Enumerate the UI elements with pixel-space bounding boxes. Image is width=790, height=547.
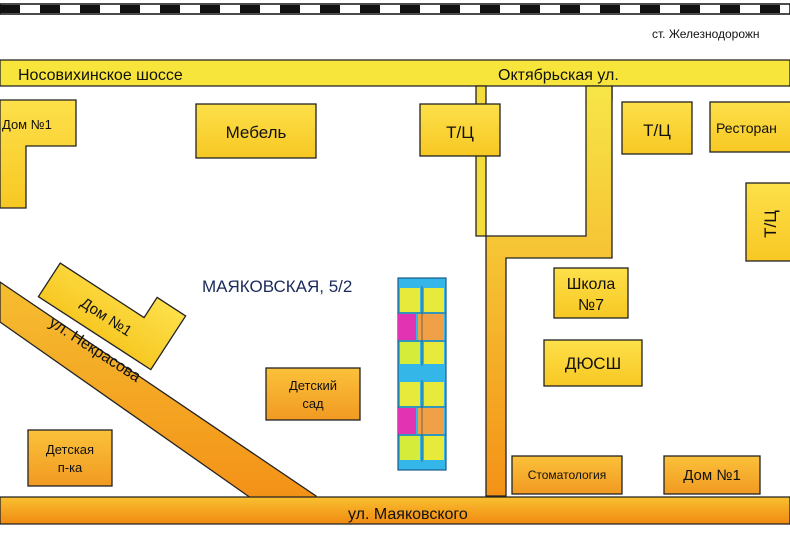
railway-tie: [560, 5, 580, 13]
station-label: ст. Железнодорожн: [652, 27, 760, 41]
svg-text:ДЮСШ: ДЮСШ: [565, 354, 621, 373]
svg-text:сад: сад: [302, 396, 324, 411]
railway-tie: [720, 5, 740, 13]
building-restaurant: Ресторан: [709, 101, 790, 153]
svg-text:Стоматология: Стоматология: [528, 468, 607, 482]
building-playground: Детская п-ка: [27, 429, 113, 487]
railway-tie: [360, 5, 380, 13]
road-label-mayakovskogo: ул. Маяковского: [348, 506, 468, 523]
railway-tie: [320, 5, 340, 13]
svg-text:Дом №1: Дом №1: [2, 117, 52, 132]
svg-text:Ресторан: Ресторан: [716, 120, 777, 136]
building-tc-vertical: Т/Ц: [745, 182, 790, 262]
svg-text:Детский: Детский: [289, 378, 337, 393]
railway-tie: [80, 5, 100, 13]
svg-text:№7: №7: [578, 297, 604, 314]
railway-tie: [440, 5, 460, 13]
buildings: Дом №1 Мебель Т/Ц Т/Ц Ресторан Т/Ц: [0, 99, 790, 495]
railway-tie: [40, 5, 60, 13]
railway-tie: [120, 5, 140, 13]
railway-tie: [160, 5, 180, 13]
railway-tie: [640, 5, 660, 13]
road-mayakovskogo: [0, 496, 790, 525]
road-oktyabrskaya-vertical: [485, 85, 613, 497]
svg-text:Дом №1: Дом №1: [683, 467, 741, 484]
svg-text:Детская: Детская: [46, 442, 94, 457]
railway-tie: [280, 5, 300, 13]
railway-tie: [400, 5, 420, 13]
building-dom1-top-left: Дом №1: [0, 99, 77, 209]
railway: ст. Железнодорожн: [0, 3, 790, 41]
railway-tie: [520, 5, 540, 13]
railway-tie: [600, 5, 620, 13]
railway-tie: [240, 5, 260, 13]
railway-tie: [200, 5, 220, 13]
building-kindergarten: Детский сад: [265, 367, 361, 421]
building-school: Школа №7: [553, 267, 629, 319]
building-mebel: Мебель: [195, 103, 317, 159]
floorplan-building: [397, 277, 447, 471]
highlight-title: МАЯКОВСКАЯ, 5/2: [202, 277, 352, 296]
svg-text:Т/Ц: Т/Ц: [446, 123, 474, 142]
building-tc-right: Т/Ц: [621, 101, 693, 155]
building-tc-center: Т/Ц: [419, 103, 501, 157]
building-dom1-bottom-right: Дом №1: [663, 455, 761, 495]
highlight-complex: МАЯКОВСКАЯ, 5/2: [202, 277, 447, 471]
road-label-oktyabrskaya: Октябрьская ул.: [498, 67, 619, 84]
svg-text:Т/Ц: Т/Ц: [643, 121, 671, 140]
railway-tie: [760, 5, 780, 13]
railway-tie: [680, 5, 700, 13]
building-dyussh: ДЮСШ: [543, 339, 643, 387]
road-label-nosovikhinskoe: Носовихинское шоссе: [18, 67, 183, 84]
svg-text:Школа: Школа: [567, 276, 616, 293]
svg-text:Т/Ц: Т/Ц: [761, 210, 780, 238]
svg-text:п-ка: п-ка: [58, 460, 83, 475]
railway-tie: [0, 5, 20, 13]
building-dentistry: Стоматология: [511, 455, 623, 495]
roads: [0, 59, 790, 525]
railway-ties: [0, 5, 780, 13]
railway-tie: [480, 5, 500, 13]
svg-text:Мебель: Мебель: [226, 123, 287, 142]
